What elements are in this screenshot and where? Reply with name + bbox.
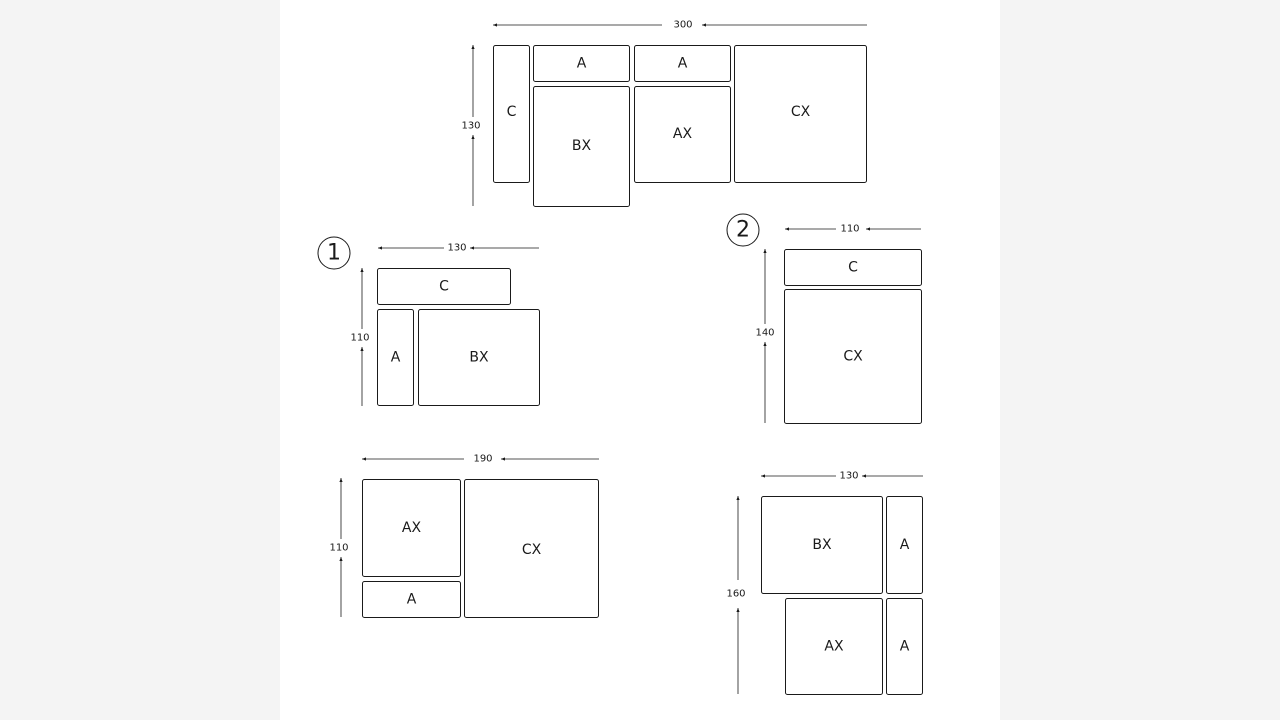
- width-dimension: 190: [362, 454, 599, 465]
- option-1-marker: 1: [317, 236, 351, 270]
- module-c: C: [784, 249, 922, 286]
- module-label: AX: [402, 520, 422, 536]
- option-number: 1: [327, 241, 341, 266]
- module-label: AX: [824, 639, 844, 655]
- module-ax: AX: [634, 86, 731, 183]
- width-label: 190: [473, 454, 492, 465]
- module-a: A: [377, 309, 414, 406]
- height-label: 140: [755, 328, 774, 339]
- module-label: BX: [812, 537, 832, 553]
- height-label: 110: [329, 543, 348, 554]
- module-label: CX: [843, 349, 863, 365]
- diagram-canvas: 300 130 C A A BX AX CX: [280, 0, 1000, 720]
- option-2-marker: 2: [726, 213, 760, 247]
- height-dimension: 110: [350, 268, 370, 406]
- module-label: C: [507, 104, 517, 120]
- main-height-label: 130: [461, 121, 480, 132]
- module-ax: AX: [362, 479, 461, 577]
- width-dimension: 130: [378, 243, 539, 254]
- module-label: A: [900, 537, 910, 553]
- module-c: C: [493, 45, 530, 183]
- option-number: 2: [736, 218, 750, 243]
- width-label: 130: [839, 471, 858, 482]
- module-label: C: [848, 260, 858, 276]
- module-ax: AX: [785, 598, 883, 695]
- option-2: 2 110 140 C CX: [726, 213, 923, 695]
- module-bx: BX: [533, 86, 630, 207]
- main-width-label: 300: [673, 20, 692, 31]
- module-label: BX: [469, 350, 489, 366]
- module-label: BX: [572, 138, 592, 154]
- option-1-part-a: 130 110 C A BX: [350, 243, 540, 406]
- layout-diagram: 300 130 C A A BX AX CX: [317, 20, 923, 695]
- height-dimension: 140: [755, 249, 775, 423]
- module-cx: CX: [784, 289, 922, 424]
- module-label: AX: [673, 126, 693, 142]
- height-label: 160: [726, 589, 745, 600]
- module-a: A: [886, 598, 923, 695]
- module-label: A: [678, 56, 688, 72]
- module-a: A: [634, 45, 731, 82]
- height-dimension: 110: [329, 478, 349, 617]
- height-dimension: 160: [726, 496, 746, 694]
- width-dimension: 110: [785, 224, 921, 235]
- option-2-part-a: 110 140 C CX: [755, 224, 922, 424]
- module-a: A: [886, 496, 923, 594]
- main-height-dimension: 130: [461, 45, 481, 206]
- width-label: 110: [840, 224, 859, 235]
- main-layout: 300 130 C A A BX AX CX: [461, 20, 867, 207]
- module-label: CX: [791, 104, 811, 120]
- module-label: A: [577, 56, 587, 72]
- option-2-part-b: 130 160 BX A AX A: [726, 471, 923, 695]
- module-label: A: [391, 350, 401, 366]
- module-label: C: [439, 279, 449, 295]
- module-a: A: [533, 45, 630, 82]
- module-bx: BX: [761, 496, 883, 594]
- module-label: A: [900, 639, 910, 655]
- option-1: 1 130 110 C A BX: [317, 236, 599, 618]
- module-c: C: [377, 268, 511, 305]
- module-cx: CX: [464, 479, 599, 618]
- main-width-dimension: 300: [493, 20, 867, 31]
- width-dimension: 130: [761, 471, 923, 482]
- module-bx: BX: [418, 309, 540, 406]
- module-cx: CX: [734, 45, 867, 183]
- module-label: A: [407, 592, 417, 608]
- height-label: 110: [350, 333, 369, 344]
- option-1-part-b: 190 110 AX A CX: [329, 454, 599, 618]
- module-label: CX: [522, 542, 542, 558]
- module-a: A: [362, 581, 461, 618]
- width-label: 130: [447, 243, 466, 254]
